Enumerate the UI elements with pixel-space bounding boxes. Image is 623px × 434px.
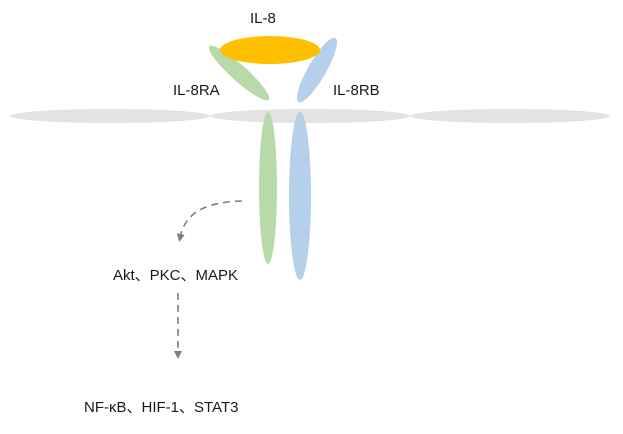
membrane-segment-middle [210,109,410,123]
kinases-label: Akt、PKC、MAPK [113,267,239,284]
il8ra-extracellular-domain [208,45,270,101]
signal-arrow-to-kinases [176,200,243,242]
membrane-segment-left [10,109,210,123]
il8ra-transmembrane-domain [259,112,277,264]
transcription-factors-label: NF-κB、HIF-1、STAT3 [84,399,239,416]
receptor-a-label: IL-8RA [173,82,220,99]
il8rb-transmembrane-domain [289,112,311,280]
il8-ligand [220,36,320,64]
receptor-b-label: IL-8RB [333,82,380,99]
il8rb-extracellular-domain [296,37,338,103]
ligand-label: IL-8 [250,10,276,27]
membrane-segment-right [410,109,610,123]
